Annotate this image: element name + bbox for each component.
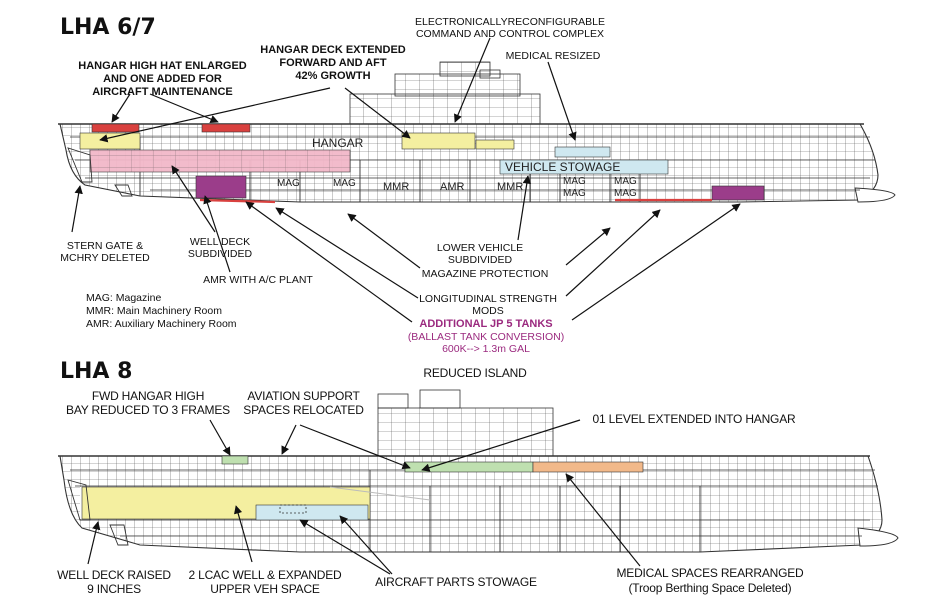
arrow-aviation-1 — [281, 424, 297, 455]
lha8-01-level-green — [404, 461, 534, 473]
lha67-inner-mmr-1: MMR — [383, 181, 410, 193]
arrow-well-deck-raised — [87, 521, 101, 565]
arrow-magazine-protection-2 — [565, 227, 611, 266]
lha67-inner-mag-3: MAG — [563, 176, 586, 187]
lha67-inner-mag-5: MAG — [563, 188, 586, 199]
lha67-hangar-fwd — [401, 132, 476, 150]
lha8-01-level-orange — [532, 461, 644, 473]
arrow-parts-1 — [299, 519, 391, 575]
lha8-callout-lcac: 2 LCAC WELL & EXPANDED UPPER VEH SPACE — [188, 568, 342, 596]
arrow-jp5-1 — [245, 201, 413, 323]
lha67-amr-purple-1 — [195, 175, 247, 199]
lha67-island — [349, 93, 541, 125]
legend-item-mmr: MMR: Main Machinery Room — [86, 305, 222, 317]
lha67-red-line-aft — [199, 198, 276, 204]
lha67-inner-mag-2: MAG — [333, 178, 356, 189]
lha67-high-hat-2 — [201, 123, 251, 133]
lha8-hangar-high-bay — [221, 455, 249, 465]
lha8-ship — [58, 389, 899, 553]
lha8-callout-aviation-support: AVIATION SUPPORT SPACES RELOCATED — [243, 389, 364, 417]
lha8-callout-01-level: 01 LEVEL EXTENDED INTO HANGAR — [592, 412, 796, 426]
arrow-aviation-2 — [299, 424, 411, 470]
lha67-callout-medical: MEDICAL RESIZED — [505, 50, 601, 62]
lha67-callout-jp5: ADDITIONAL JP 5 TANKS — [419, 318, 553, 330]
arrow-longitudinal-1 — [275, 207, 419, 299]
lha67-inner-amr: AMR — [440, 181, 465, 193]
arrow-longitudinal-2 — [565, 209, 661, 297]
lha8-callout-well-deck-raised: WELL DECK RAISED 9 INCHES — [57, 568, 171, 596]
arrow-medical — [547, 61, 577, 141]
lha67-vehicle-stowage — [499, 159, 669, 175]
lha8-callout-medical-spaces: MEDICAL SPACES REARRANGED — [616, 566, 804, 580]
arrow-hangar-deck-2 — [344, 87, 411, 139]
arrow-well-deck — [171, 165, 216, 233]
lha8-island — [377, 407, 554, 457]
lha67-title: LHA 6/7 — [60, 15, 156, 40]
lha67-amr-purple-2 — [711, 185, 765, 201]
arrow-lower-vehicle — [517, 175, 531, 241]
lha67-callout-longitudinal: LONGITUDINAL STRENGTH MODS — [419, 293, 557, 317]
lha67-callout-stern-gate: STERN GATE & MCHRY DELETED — [60, 240, 150, 264]
lha67-high-hat-1 — [91, 123, 140, 133]
lha67-hangar-aft — [79, 132, 141, 150]
lha67-inner-mag-6: MAG — [614, 188, 637, 199]
lha67-inner-mmr-2: MMR — [497, 181, 524, 193]
lha67-callout-well-deck: WELL DECK SUBDIVIDED — [187, 236, 253, 260]
lha67-inner-mag-1: MAG — [277, 178, 300, 189]
lha67-callout-magazine-protection: MAGAZINE PROTECTION — [421, 268, 549, 280]
arrow-stern-gate — [71, 185, 83, 233]
arrow-jp5-2 — [571, 203, 741, 321]
lha67-medical — [554, 146, 611, 158]
lha67-ship — [58, 61, 896, 204]
lha8-callout-fwd-hangar: FWD HANGAR HIGH BAY REDUCED TO 3 FRAMES — [66, 389, 230, 417]
arrow-fwd-hangar — [209, 419, 231, 456]
lha67-inner-mag-4: MAG — [614, 176, 637, 187]
lha67-legend: MAG: Magazine MMR: Main Machinery Room A… — [86, 292, 237, 330]
arrow-erccc — [454, 37, 491, 123]
lha67-callout-lower-vehicle: LOWER VEHICLE SUBDIVIDED — [436, 242, 524, 266]
lha67-callout-high-hat: HANGAR HIGH HAT ENLARGED AND ONE ADDED F… — [78, 60, 247, 98]
arrow-high-hat-1 — [111, 93, 131, 123]
arrow-high-hat-2 — [149, 93, 219, 124]
lha67-callout-erccc: ELECTRONICALLYRECONFIGURABLE COMMAND AND… — [414, 16, 605, 40]
arrow-lcac — [234, 505, 253, 563]
legend-item-mag: MAG: Magazine — [86, 292, 162, 304]
lha67-inner-vehicle-stowage: VEHICLE STOWAGE — [505, 160, 621, 174]
arrow-parts-2 — [339, 515, 393, 575]
arrow-medical-spaces — [565, 473, 641, 567]
lha8-callout-reduced-island: REDUCED ISLAND — [423, 366, 527, 380]
lha67-callout-jp5-sub: (BALLAST TANK CONVERSION) 600K--> 1.3m G… — [407, 331, 565, 355]
lha8-callout-aircraft-parts: AIRCRAFT PARTS STOWAGE — [375, 575, 537, 589]
lha67-inner-hangar: HANGAR — [312, 136, 364, 150]
arrow-amr-ac — [203, 195, 231, 273]
leader-arrows — [71, 37, 741, 575]
lha8-callout-troop-berthing: (Troop Berthing Space Deleted) — [628, 581, 792, 595]
lha67-callout-hangar-deck: HANGAR DECK EXTENDED FORWARD AND AFT 42%… — [260, 44, 406, 82]
arrow-magazine-protection — [347, 213, 421, 269]
lha8-parts-stowage — [255, 504, 369, 521]
legend-item-amr: AMR: Auxiliary Machinery Room — [86, 318, 237, 330]
arrow-hangar-deck-1 — [99, 87, 331, 143]
lha8-title: LHA 8 — [60, 359, 133, 384]
arrow-01-level — [421, 419, 581, 472]
lha67-callout-amr-ac: AMR WITH A/C PLANT — [203, 274, 313, 286]
